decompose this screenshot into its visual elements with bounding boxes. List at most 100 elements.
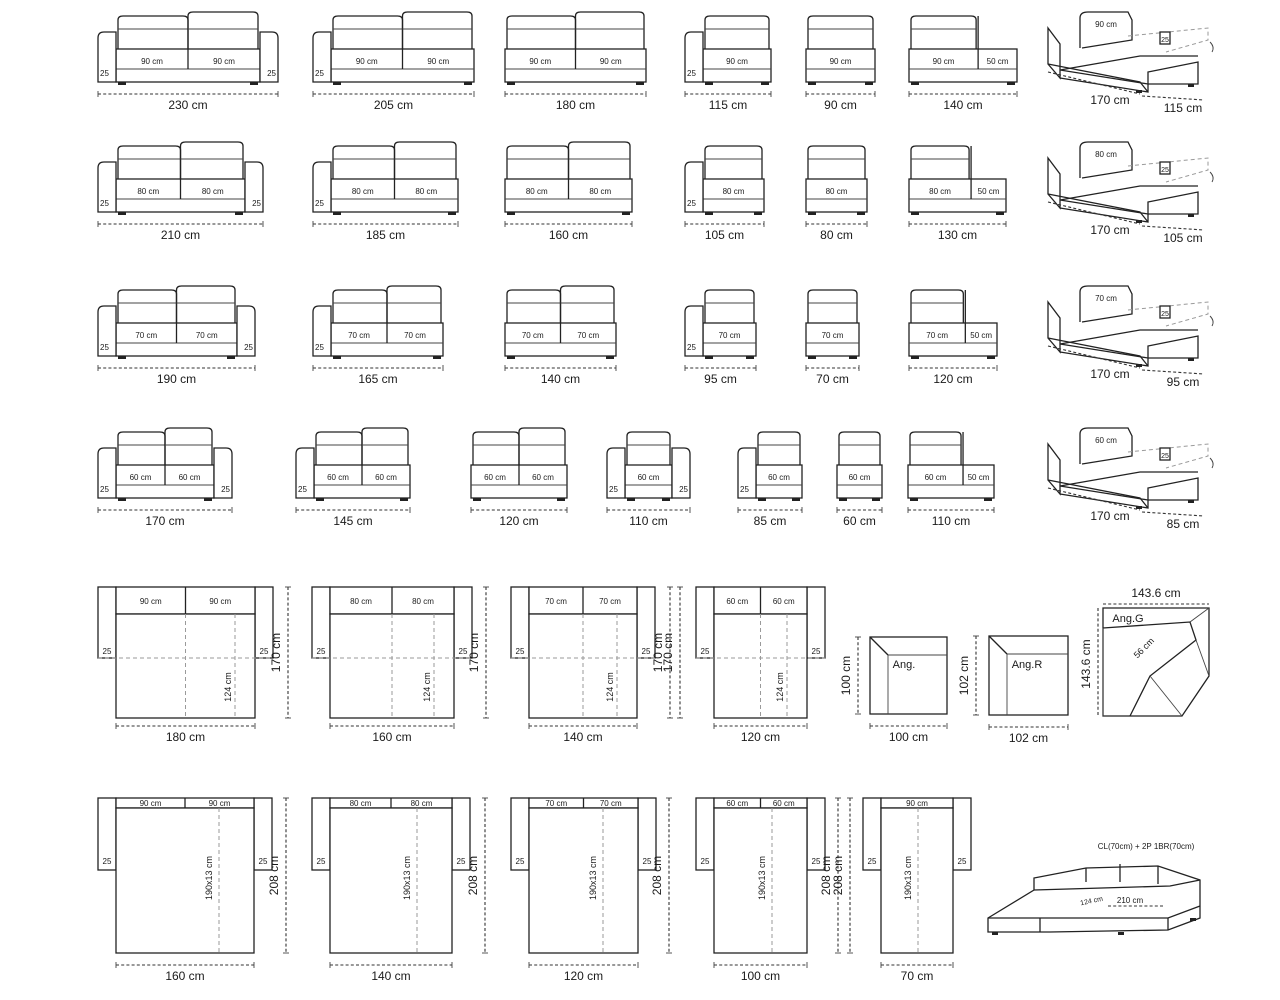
extension-outline [1127,443,1209,469]
armrest-width-label: 25 [457,857,466,866]
foot [1188,214,1194,217]
seat-base [805,178,868,213]
dimension-label: 80 cm [820,228,853,242]
chaise-side [1047,26,1061,80]
armrest-width-label: 25 [812,647,821,656]
armrest-width-label: 25 [252,199,261,208]
extension-outline [1127,301,1209,327]
foot [839,498,847,501]
chaise-seat [1059,329,1198,345]
seat-width-label: 80 cm [350,597,372,606]
armrest-marker [1159,305,1171,319]
foot [1136,364,1142,367]
armrest-right [213,447,233,499]
backrest-cushion [518,427,566,465]
seat-width-label: 50 cm [978,187,1000,196]
armrest-left [97,447,117,499]
backrest-cushion [164,427,213,465]
foot [250,82,258,85]
dimension-line [1047,487,1141,511]
foot [987,356,995,359]
seat-width-label: 60 cm [773,597,795,606]
backrest-cushion [559,285,615,323]
foot [118,82,126,85]
foot [227,356,235,359]
dimension-label: 143.6 cm [1079,639,1093,688]
dimension-line [1047,201,1141,225]
dimension-label: 143.6 cm [1131,586,1180,600]
seat-width-label: 70 cm [348,331,370,340]
dimension-line [1141,95,1205,101]
armrest-width-label: 25 [298,485,307,494]
seat-width-label: 80 cm [929,187,951,196]
seat-width-label: 70 cm [577,331,599,340]
armrest-left [684,31,704,83]
seat-width-label: 70 cm [926,331,948,340]
chaise-backrest [1079,285,1133,323]
armrest-width-label: 25 [516,647,525,656]
armrest-width-label: 25 [516,857,525,866]
dimension-label: 190 cm [157,372,196,386]
dimension-label: 115 cm [1164,101,1202,115]
chaise-bottom-edge [1047,193,1149,223]
extension-outline [1127,157,1209,183]
foot [808,356,816,359]
armrest-width-label: 25 [221,485,230,494]
armrest-left [684,305,704,357]
seat-width-label: 60 cm [327,473,349,482]
seat-width-label: 90 cm [933,57,955,66]
mattress-area [713,807,808,954]
foot [992,932,998,935]
seat-width-label: 60 cm [375,473,397,482]
seat-width-label: 60 cm [726,799,748,808]
corner-diagonal [869,636,889,656]
foot [464,82,472,85]
armrest-right [671,447,691,499]
armrest-width-label: 25 [701,647,710,656]
backrest-cushion [117,145,182,179]
armrest-right [259,31,279,83]
armrest-width-label: 25 [1161,453,1169,460]
seat-width-label: 80 cm [826,187,848,196]
foot [622,212,630,215]
dimension-label: 170 cm [145,514,184,528]
seat-width-label: 80 cm [352,187,374,196]
armrest-width-label: 25 [317,647,326,656]
foot [761,82,769,85]
seat-width-label: 80 cm [723,187,745,196]
foot [606,356,614,359]
seat-width-label: 90 cm [140,799,162,808]
dimension-label: 115 cm [709,98,747,112]
armrest-width-label: 25 [687,343,696,352]
chaise-seat [1059,55,1198,71]
dimension-label: 102 cm [957,656,971,695]
chaise-backrest [1079,141,1133,179]
armrest-left [97,31,117,83]
chaise-seat [1059,471,1198,487]
armrest-marker [1159,161,1171,175]
seat-width-label: 70 cm [822,331,844,340]
backrest-cushion [179,141,244,179]
dimension-label: 170 cm [1090,93,1129,107]
chaise-extension [1147,61,1199,85]
foot [857,212,865,215]
seat-width-label: 90 cm [141,57,163,66]
arrow-hint [1209,315,1214,327]
seat-width-label: 50 cm [968,473,990,482]
armrest-left [684,161,704,213]
armrest-right [236,305,256,357]
